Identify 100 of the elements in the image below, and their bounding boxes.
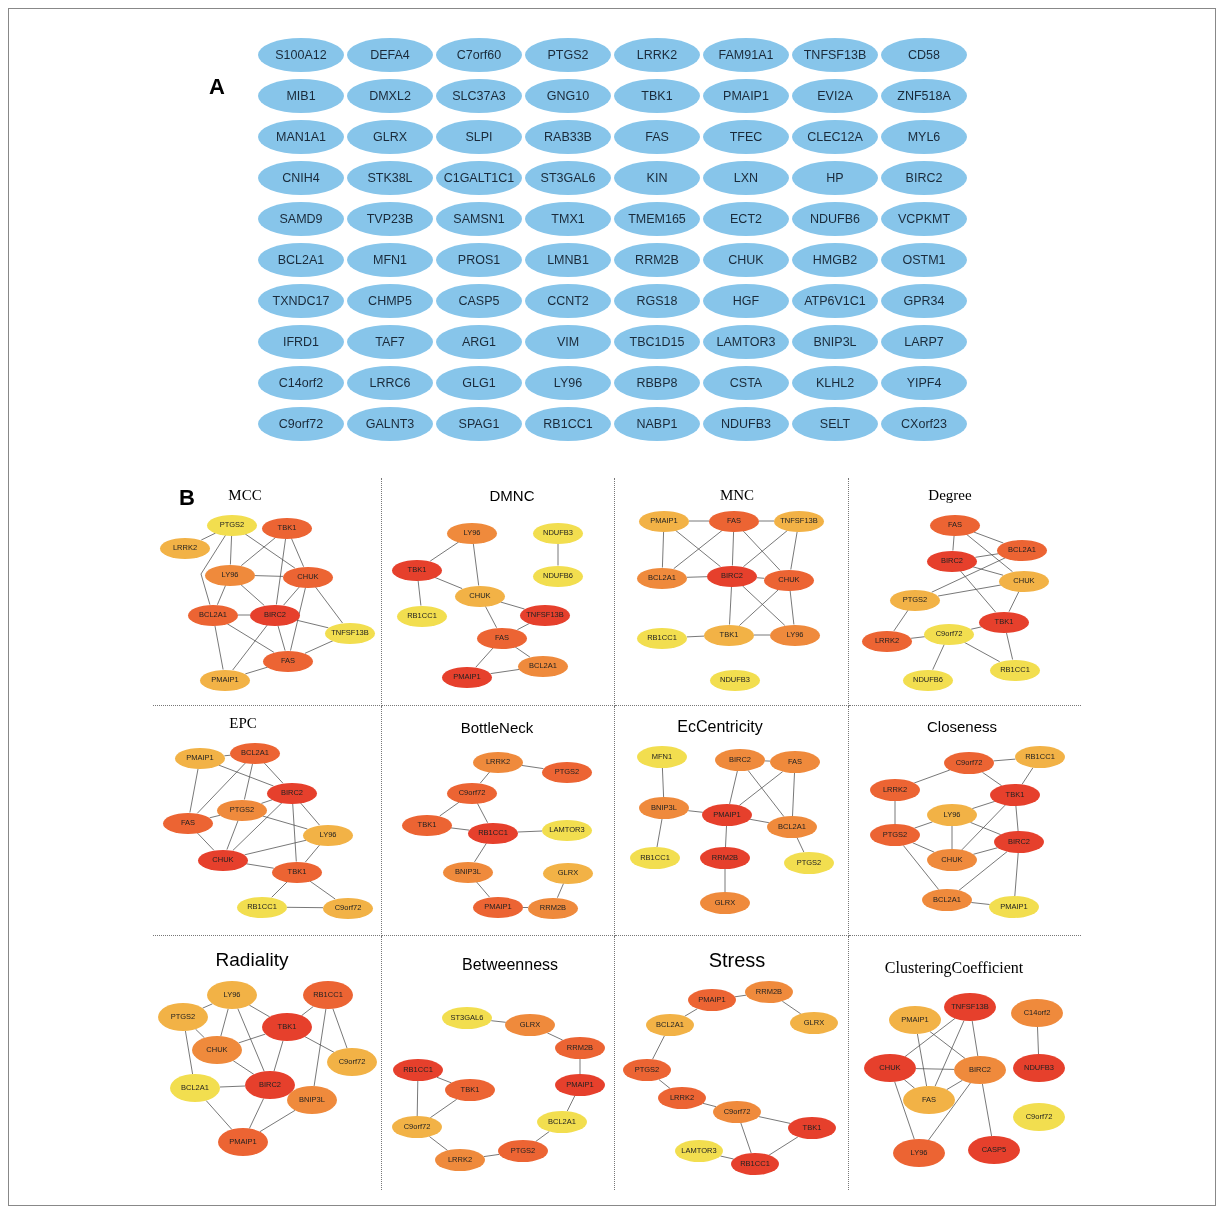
network-edge	[903, 1079, 916, 1089]
network-edge	[662, 767, 664, 798]
network-edge	[720, 1155, 734, 1160]
network-edge	[952, 535, 955, 551]
network-edge	[416, 1080, 419, 1117]
network-edge	[557, 543, 559, 566]
network-edge	[474, 842, 487, 863]
network-edge	[214, 625, 224, 670]
network-edge	[290, 587, 306, 651]
network-edge	[741, 585, 786, 626]
network-edge	[304, 844, 321, 863]
network-edge	[970, 822, 1001, 835]
gene-node: VIM	[525, 325, 611, 359]
network-edge	[972, 847, 999, 855]
gene-node: GLRX	[347, 120, 433, 154]
network-edge	[237, 614, 251, 616]
network-edge	[789, 590, 795, 625]
network-edge	[725, 825, 727, 848]
network-edge	[439, 801, 460, 817]
gene-node: BCL2A1	[258, 243, 344, 277]
network-edge	[500, 601, 525, 610]
network-edge	[292, 803, 297, 862]
network-edge	[960, 570, 996, 613]
network-edge	[928, 1082, 971, 1141]
network-edge	[259, 1109, 296, 1133]
gene-node: LRRC6	[347, 366, 433, 400]
gene-node: NDUFB6	[792, 202, 878, 236]
network-edge	[218, 764, 274, 787]
gene-node: SLC37A3	[436, 79, 522, 113]
network-edge	[902, 845, 940, 890]
network-edge	[196, 832, 215, 851]
network-edge	[566, 1095, 576, 1112]
network-edge	[758, 520, 775, 522]
network-edge	[219, 1085, 246, 1088]
network-edge	[931, 557, 1006, 593]
gene-node: C14orf2	[258, 366, 344, 400]
network-edge	[232, 1060, 255, 1075]
network-edge	[729, 770, 738, 805]
network-edge	[332, 1008, 348, 1049]
network-edge	[315, 586, 343, 624]
gene-node: BNIP3L	[792, 325, 878, 359]
network-edge	[912, 842, 935, 853]
gene-node: SELT	[792, 407, 878, 441]
network-edge	[261, 799, 273, 804]
gene-node: SLPI	[436, 120, 522, 154]
network-edge	[304, 640, 334, 654]
network-edge	[1008, 590, 1020, 613]
network-edge	[738, 771, 784, 806]
gene-node: PTGS2	[525, 38, 611, 72]
network-edge	[702, 1102, 717, 1108]
gene-node: KIN	[614, 161, 700, 195]
gene-node: MIB1	[258, 79, 344, 113]
network-edge	[249, 1098, 264, 1129]
network-edge	[514, 646, 531, 658]
network-edge	[894, 1081, 915, 1140]
network-edge	[734, 994, 747, 998]
network-edge	[232, 802, 283, 851]
gene-node: TBC1D15	[614, 325, 700, 359]
network-edge	[982, 771, 1002, 787]
network-edge	[244, 839, 307, 856]
gene-node: TVP23B	[347, 202, 433, 236]
gene-node: BIRC2	[881, 161, 967, 195]
network-edge	[753, 634, 771, 636]
panel-letter: A	[209, 72, 225, 101]
network-edge	[209, 814, 221, 819]
network-edge	[436, 1076, 452, 1084]
network-edge	[1015, 805, 1019, 832]
network-edge	[758, 1116, 791, 1124]
panel-title: MNC	[719, 485, 755, 505]
gene-node: HMGB2	[792, 243, 878, 277]
network-edge	[254, 575, 284, 577]
network-edge	[739, 589, 779, 626]
network-edge	[966, 533, 1013, 573]
network-edge	[521, 765, 544, 769]
network-edge	[1037, 1026, 1039, 1055]
network-edge	[248, 1004, 271, 1018]
network-edge	[557, 882, 564, 899]
network-edge	[185, 1030, 193, 1075]
network-edge	[915, 1068, 955, 1070]
network-edge	[230, 535, 232, 565]
network-edge	[304, 1036, 335, 1053]
network-edge	[934, 1020, 965, 1087]
network-panel	[153, 478, 382, 706]
network-edge	[961, 804, 1006, 851]
gene-node: TMEM165	[614, 202, 700, 236]
network-panel	[615, 478, 849, 706]
gene-node: TBK1	[614, 79, 700, 113]
network-edge	[196, 762, 247, 814]
gene-node: SPAG1	[436, 407, 522, 441]
network-edge	[937, 584, 1002, 597]
network-edge	[517, 830, 543, 833]
gene-node: C9orf72	[258, 407, 344, 441]
gene-node: CLEC12A	[792, 120, 878, 154]
network-edge	[475, 647, 494, 668]
network-panel	[615, 706, 849, 936]
network-edge	[271, 881, 288, 898]
gene-node: CHUK	[703, 243, 789, 277]
network-edge	[429, 1136, 448, 1151]
gene-node: STK38L	[347, 161, 433, 195]
network-edge	[686, 576, 708, 578]
